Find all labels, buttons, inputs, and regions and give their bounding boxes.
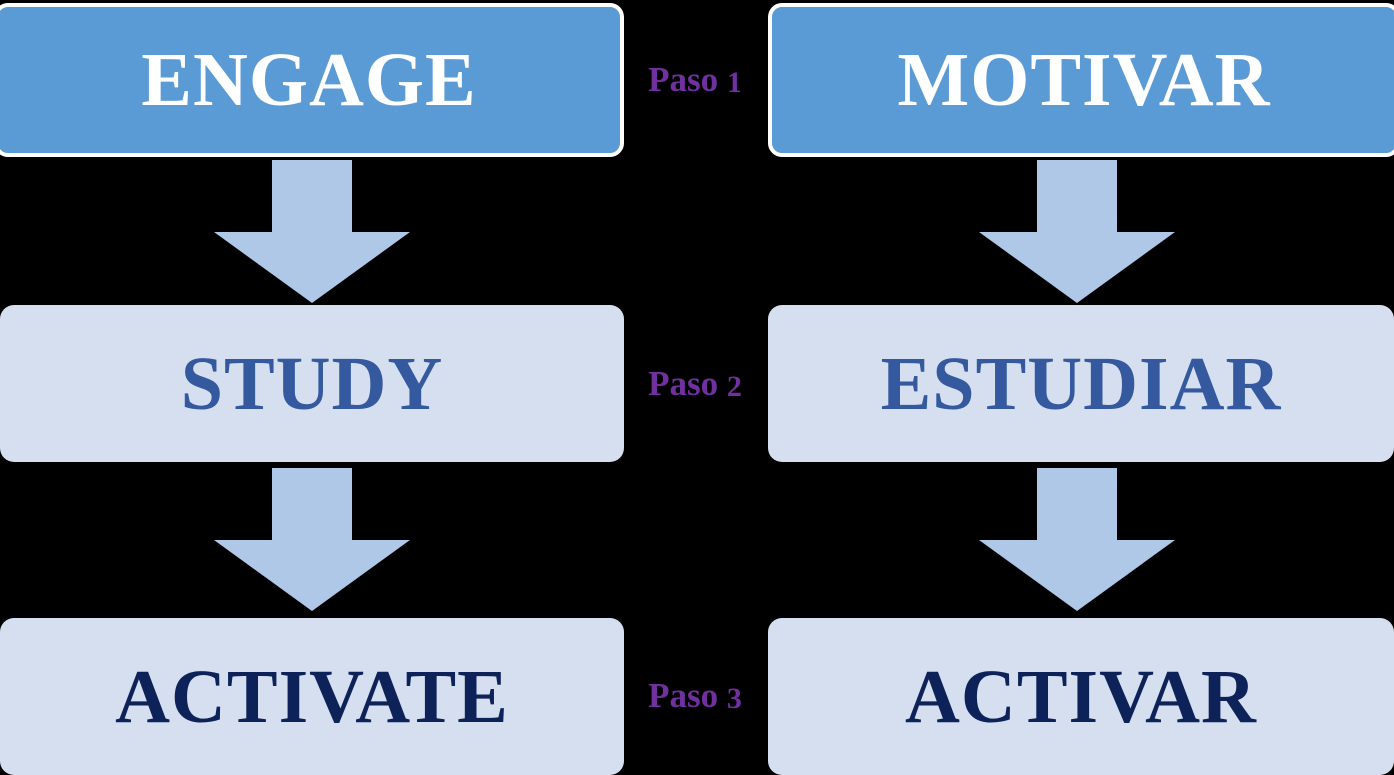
step-label-1-number: 1 (726, 66, 742, 100)
box-activate-label: ACTIVATE (115, 654, 509, 739)
box-estudiar-label: ESTUDIAR (880, 341, 1282, 426)
step-label-1: Paso 1 (622, 62, 768, 98)
box-motivar[interactable]: MOTIVAR (768, 3, 1394, 157)
box-engage-label: ENGAGE (141, 38, 477, 122)
box-activar[interactable]: ACTIVAR (768, 618, 1394, 775)
step-label-3-number: 3 (726, 682, 742, 716)
step-label-3: Paso 3 (622, 678, 768, 714)
box-activate[interactable]: ACTIVATE (0, 618, 624, 775)
box-study[interactable]: STUDY (0, 305, 624, 462)
step-label-3-text: Paso (648, 676, 719, 715)
box-estudiar[interactable]: ESTUDIAR (768, 305, 1394, 462)
step-label-1-text: Paso (648, 60, 719, 99)
box-engage[interactable]: ENGAGE (0, 3, 624, 157)
step-label-2-text: Paso (648, 364, 719, 403)
box-study-label: STUDY (180, 341, 444, 426)
box-activar-label: ACTIVAR (905, 654, 1257, 739)
step-label-2-number: 2 (726, 370, 742, 404)
step-label-2: Paso 2 (622, 366, 768, 402)
box-motivar-label: MOTIVAR (897, 38, 1271, 122)
